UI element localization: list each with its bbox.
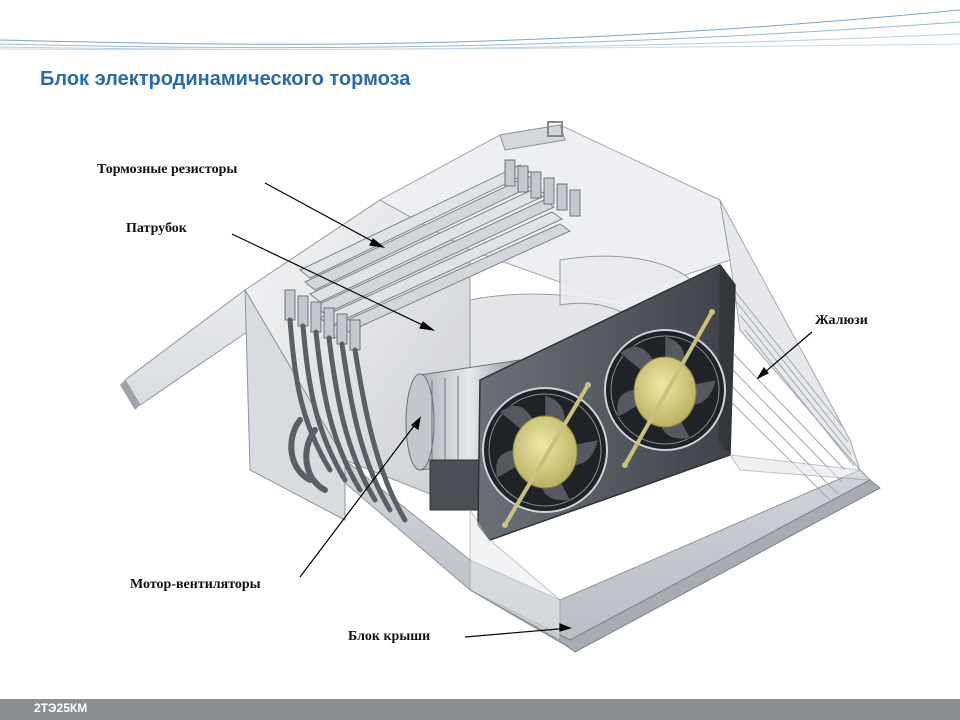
cable-bundle — [287, 317, 408, 523]
slide-title: Блок электродинамического тормоза — [40, 68, 411, 90]
callout-roof-block: Блок крыши — [348, 629, 431, 644]
front-translucent-wall — [469, 454, 872, 641]
footer-model-label: 2ТЭ25КМ — [34, 701, 88, 715]
callout-motor-fans: Мотор-вентиляторы — [130, 577, 261, 592]
callout-braking-resistors: Тормозные резисторы — [97, 162, 238, 177]
braking-resistors — [284, 159, 581, 351]
hood-shape — [378, 121, 861, 471]
callout-louvers: Жалюзи — [815, 313, 868, 328]
fan-right — [604, 309, 726, 468]
fan-left — [482, 382, 608, 528]
louvers-grille — [723, 284, 855, 506]
callout-lines — [231, 182, 813, 638]
footer-bar: 2ТЭ25КМ — [0, 699, 960, 720]
callout-nozzle: Патрубок — [126, 221, 187, 236]
header-decoration — [0, 9, 960, 51]
